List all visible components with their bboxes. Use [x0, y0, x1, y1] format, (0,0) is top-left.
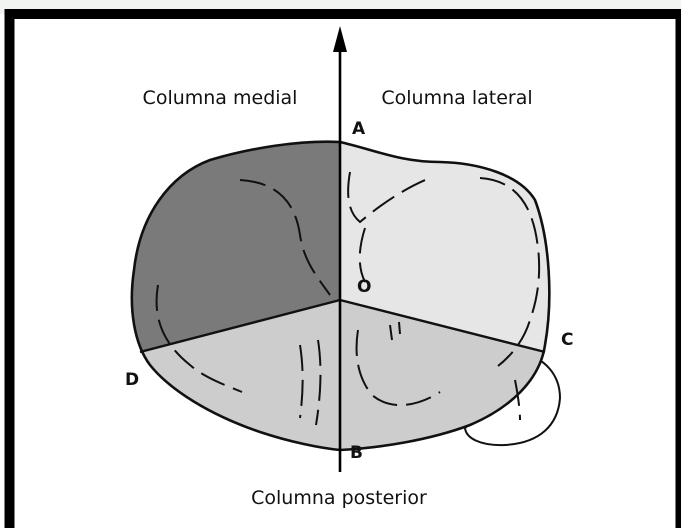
point-label-O: O: [357, 277, 371, 297]
posterior-tick-line-2: [399, 322, 400, 334]
lateral-column-label: Columna lateral: [381, 87, 532, 109]
medial-column-label: Columna medial: [143, 87, 298, 109]
point-label-D: D: [125, 370, 139, 390]
point-label-A: A: [352, 119, 366, 139]
point-label-C: C: [561, 330, 573, 350]
point-label-B: B: [350, 443, 363, 463]
posterior-column-label: Columna posterior: [251, 487, 427, 509]
